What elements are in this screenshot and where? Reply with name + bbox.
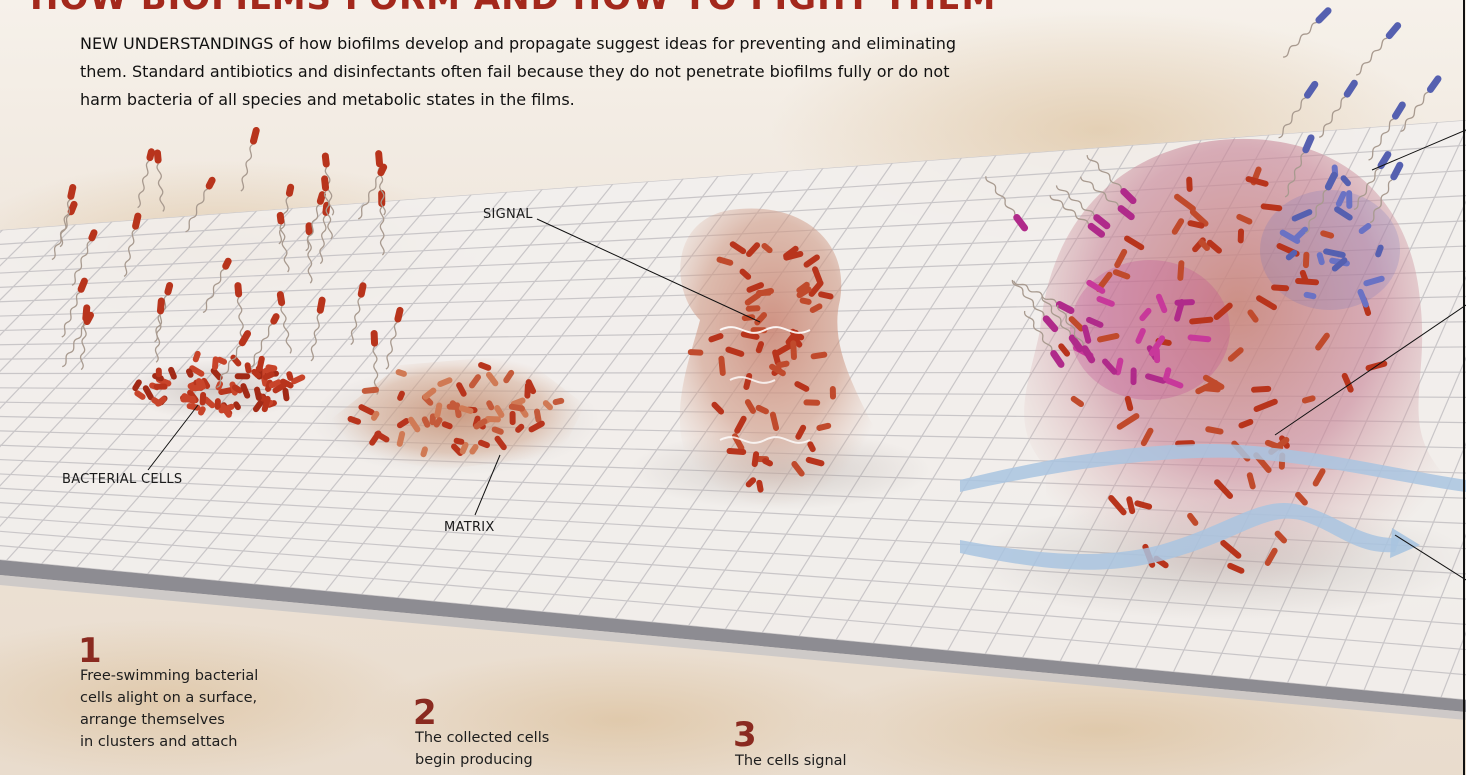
bacterium <box>688 349 704 356</box>
bacterium <box>1238 228 1245 243</box>
step-1-line: in clusters and attach <box>80 731 258 753</box>
label-signal: SIGNAL <box>483 207 533 222</box>
step-2-line: The collected cells <box>415 727 549 749</box>
bacterium <box>180 396 196 403</box>
bacterium <box>199 392 206 406</box>
step-2-text: The collected cells begin producing <box>415 727 549 771</box>
bacterium <box>1130 367 1136 385</box>
step-3-text: The cells signal <box>735 750 847 772</box>
bacterium <box>830 386 836 400</box>
label-bacterial-cells: BACTERIAL CELLS <box>62 472 182 487</box>
bacterium <box>803 399 820 406</box>
bacterium <box>1303 252 1310 269</box>
bacterium <box>1271 284 1289 291</box>
step-3-number: 3 <box>733 718 757 752</box>
bacterium <box>746 305 761 312</box>
step-1-number: 1 <box>78 634 102 668</box>
bacterium <box>154 384 168 390</box>
step-1-line: cells alight on a surface, <box>80 687 258 709</box>
step-1-line: arrange themselves <box>80 709 258 731</box>
bacterium <box>235 373 251 379</box>
bacterium <box>1186 176 1193 192</box>
bacterium <box>446 403 458 410</box>
bacterium <box>510 411 516 425</box>
label-matrix: MATRIX <box>444 520 495 535</box>
step-3-line: The cells signal <box>735 750 847 772</box>
step-1-line: Free-swimming bacterial <box>80 665 258 687</box>
bacterium <box>156 367 162 377</box>
bacterium <box>524 382 531 398</box>
bacterium <box>1154 347 1161 363</box>
bacterium <box>1174 299 1195 306</box>
step-2-number: 2 <box>413 696 437 730</box>
step-2-line: begin producing <box>415 749 549 771</box>
step-1-text: Free-swimming bacterial cells alight on … <box>80 665 258 753</box>
bacterium <box>790 340 797 360</box>
bacterium <box>1251 386 1272 393</box>
figure-title: HOW BIOFILMS FORM AND HOW TO FIGHT THEM <box>30 0 996 18</box>
bacterium <box>1346 190 1352 209</box>
intro-paragraph: NEW UNDERSTANDINGS of how biofilms devel… <box>80 30 960 114</box>
